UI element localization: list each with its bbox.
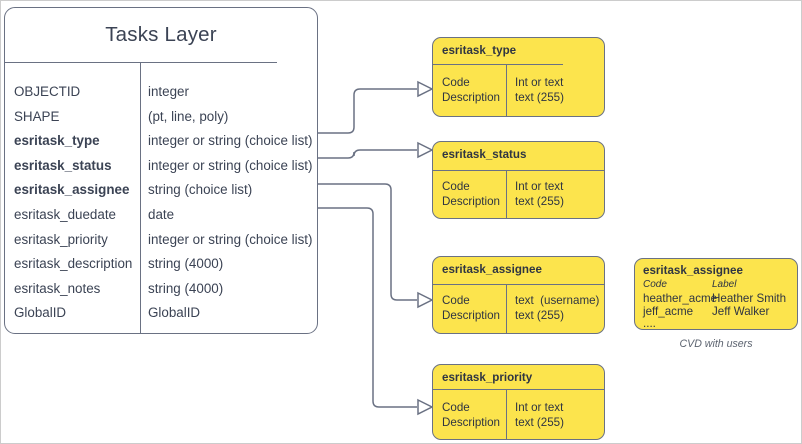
domain-box-title: esritask_status	[442, 148, 527, 161]
field-name: esritask_status	[14, 157, 112, 173]
field-row-esritask-status: esritask_status integer or string (choic…	[5, 154, 317, 179]
field-type: integer or string (choice list)	[148, 231, 313, 247]
field-row-esritask-assignee: esritask_assignee string (choice list)	[5, 178, 317, 203]
field-type: GlobalID	[148, 305, 201, 321]
connector-to-esritask-status	[317, 149, 417, 159]
field-row-esritask-duedate: esritask_duedate date	[5, 203, 317, 228]
field-row: esritask_notes string (4000)	[5, 277, 317, 302]
domain-box-right-column: text (username) text (255)	[515, 294, 600, 322]
domain-box-title: esritask_assignee	[442, 263, 542, 276]
domain-box-left-column: Code Description	[442, 76, 500, 104]
entity-tasks-layer[interactable]: Tasks Layer OBJECTID integer SHAPE (pt, …	[4, 7, 318, 334]
field-row-esritask-type: esritask_type integer or string (choice …	[5, 129, 317, 154]
cvd-cell-label: Jeff Walker	[712, 305, 770, 318]
field-name: GlobalID	[14, 305, 67, 321]
cvd-cell-code: jeff_acme	[643, 305, 694, 318]
connector-to-esritask-priority	[317, 207, 417, 408]
entity-header-divider	[5, 62, 277, 63]
domain-box-column-divider	[506, 389, 507, 439]
field-name: esritask_assignee	[14, 182, 130, 198]
field-name: esritask_priority	[14, 231, 108, 247]
arrowhead-esritask-type	[417, 80, 434, 98]
entity-title: Tasks Layer	[105, 23, 217, 46]
domain-box-left-column: Code Description	[442, 294, 500, 322]
domain-box-header-divider	[433, 170, 604, 171]
domain-box-column-divider	[506, 284, 507, 333]
field-type: integer or string (choice list)	[148, 157, 313, 173]
domain-box-right-column: Int or text text (255)	[515, 180, 564, 208]
cvd-header-code: Code	[643, 279, 667, 290]
field-type: string (4000)	[148, 256, 224, 272]
domain-box-left-column: Code Description	[442, 180, 500, 208]
domain-box-right-column: Int or text text (255)	[515, 401, 564, 429]
field-name: esritask_notes	[14, 280, 101, 296]
field-row: OBJECTID integer	[5, 80, 317, 105]
cvd-title: esritask_assignee	[643, 264, 743, 277]
cvd-caption: CVD with users	[679, 338, 753, 350]
domain-box-title: esritask_priority	[442, 371, 533, 384]
field-type: date	[148, 206, 175, 222]
domain-box-header-divider	[433, 389, 604, 390]
field-name: OBJECTID	[14, 84, 81, 99]
field-type: string (choice list)	[148, 182, 253, 198]
cvd-ellipsis: ....	[643, 317, 656, 330]
field-name: esritask_type	[14, 133, 100, 149]
domain-box-esritask-status[interactable]: esritask_status Code Description Int or …	[432, 141, 605, 219]
domain-box-esritask-assignee[interactable]: esritask_assignee Code Description text …	[432, 256, 605, 334]
field-type: integer or string (choice list)	[148, 133, 313, 149]
domain-box-header-divider	[433, 284, 604, 285]
field-name: esritask_duedate	[14, 206, 116, 222]
field-row: esritask_description string (4000)	[5, 252, 317, 277]
entity-field-list: OBJECTID integer SHAPE (pt, line, poly) …	[5, 62, 317, 326]
cvd-cell-label: Heather Smith	[712, 292, 787, 305]
domain-box-left-column: Code Description	[442, 401, 500, 429]
cvd-sample-box[interactable]: esritask_assignee Code Label heather_acm…	[634, 258, 798, 330]
domain-box-header-divider	[433, 64, 563, 65]
arrowhead-esritask-assignee	[417, 291, 434, 309]
field-row: GlobalID GlobalID	[5, 301, 317, 326]
field-row-esritask-priority: esritask_priority integer or string (cho…	[5, 228, 317, 253]
arrowhead-esritask-priority	[417, 398, 434, 416]
domain-box-column-divider	[506, 170, 507, 218]
domain-box-column-divider	[506, 64, 507, 116]
connector-to-esritask-assignee	[317, 183, 417, 301]
field-type: string (4000)	[148, 280, 224, 296]
field-name: SHAPE	[14, 108, 60, 124]
cvd-header-label: Label	[712, 279, 737, 290]
domain-box-right-column: Int or text text (255)	[515, 76, 564, 104]
field-name: esritask_description	[14, 256, 133, 272]
entity-column-divider	[140, 62, 141, 333]
field-row: SHAPE (pt, line, poly)	[5, 105, 317, 130]
field-type: integer	[148, 84, 189, 99]
domain-box-title: esritask_type	[442, 44, 517, 57]
arrowhead-esritask-status	[417, 141, 434, 159]
cvd-cell-code: heather_acme	[643, 292, 718, 305]
field-type: (pt, line, poly)	[148, 108, 229, 124]
connector-to-esritask-type	[317, 88, 417, 134]
domain-box-esritask-type[interactable]: esritask_type Code Description Int or te…	[432, 37, 605, 117]
domain-box-esritask-priority[interactable]: esritask_priority Code Description Int o…	[432, 364, 605, 440]
